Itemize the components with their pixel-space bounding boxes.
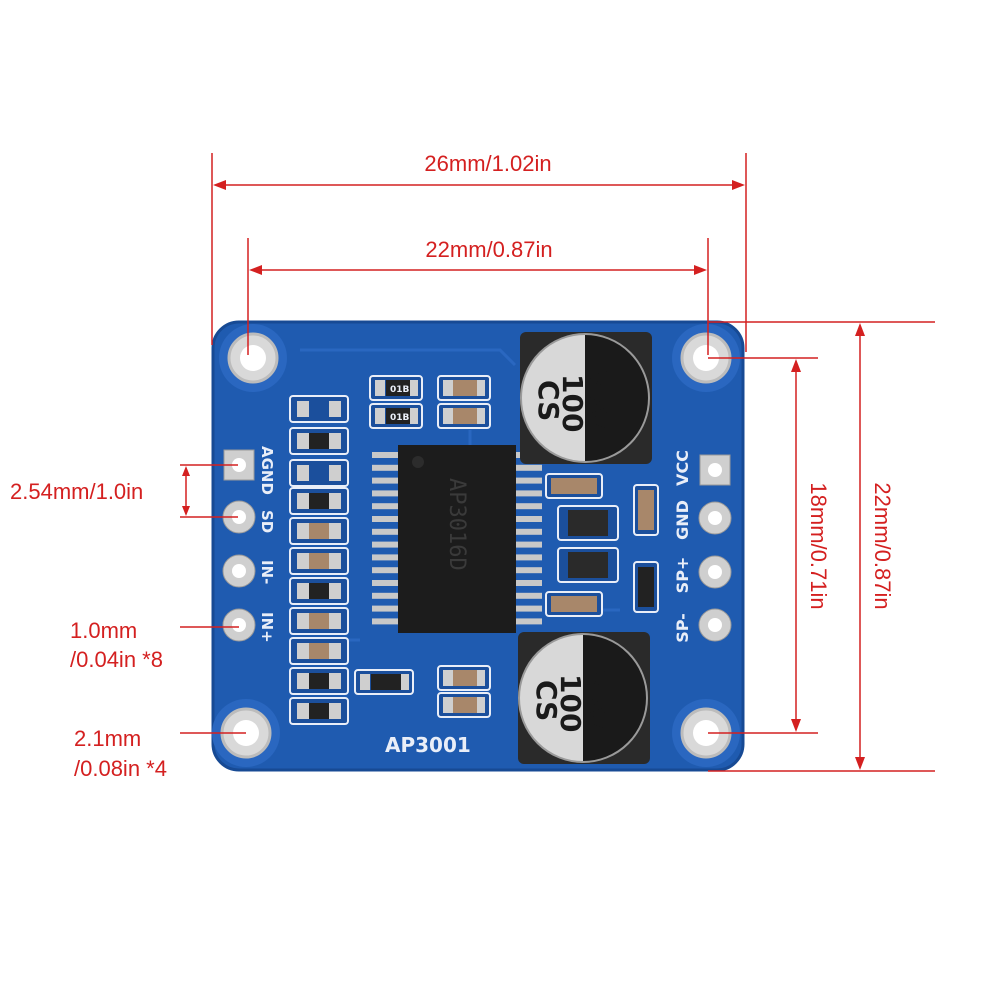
ic-pin: [372, 464, 398, 471]
right-pin-labels: VCC GND SP+ SP-: [673, 450, 692, 643]
pin-label-in-minus: IN-: [258, 560, 276, 584]
pin-label-agnd: AGND: [258, 446, 276, 495]
pin-hole-label-line1: 1.0mm: [70, 618, 137, 643]
ic-chip: AP3016D: [372, 445, 542, 633]
ic-pin: [516, 477, 542, 484]
ic-pin: [516, 541, 542, 548]
board-label: AP3001: [385, 733, 471, 757]
ic-pin: [516, 503, 542, 510]
resistor-code-label: 01B: [390, 385, 410, 395]
hole-spacing-vertical-label: 18mm/0.71in: [806, 482, 831, 609]
ic-pins: [372, 452, 542, 625]
ic-pin: [372, 605, 398, 612]
mounting-hole-top-left: [219, 324, 287, 392]
capacitor-bottom: 35V 100 CS: [518, 632, 650, 764]
ic-pin: [516, 592, 542, 599]
pin-pitch-label: 2.54mm/1.0in: [10, 479, 143, 504]
right-pin-header: [698, 454, 732, 642]
smd-resistor-column: [289, 395, 349, 725]
pin-label-sp-plus: SP+: [673, 557, 692, 594]
ic-pin: [516, 516, 542, 522]
capacitor-voltage: 35V: [578, 668, 611, 729]
chip-marking: AP3016D: [444, 478, 469, 571]
pin-pad: [698, 555, 732, 589]
pin-hole-label-line2: /0.04in *8: [70, 647, 163, 672]
resistor-code-label: 01B: [390, 413, 410, 423]
top-smd-parts: 01B 01B: [369, 375, 491, 429]
ic-pin: [516, 528, 542, 535]
dimension-arrowheads: [182, 180, 865, 770]
middle-right-parts: [545, 473, 659, 617]
ic-pin: [372, 541, 398, 548]
capacitor-top: 35V 100 CS: [520, 332, 652, 464]
ic-pin: [372, 528, 398, 535]
ic-pin: [516, 567, 542, 574]
ic-pin: [372, 516, 398, 522]
mount-hole-label-line2: /0.08in *4: [74, 756, 167, 781]
ic-pin: [372, 592, 398, 599]
pin-pad: [222, 608, 256, 642]
left-pin-labels: AGND SD IN- IN+: [258, 446, 276, 643]
overall-width-label: 26mm/1.02in: [424, 151, 551, 176]
pin-pad: [698, 608, 732, 642]
pin-label-sp-minus: SP-: [673, 613, 692, 643]
pin-pad: [222, 554, 256, 588]
capacitor-brand: CS: [530, 680, 563, 721]
ic-pin: [372, 618, 398, 625]
capacitor-value: 100: [556, 374, 589, 432]
capacitor-value: 100: [554, 674, 587, 732]
overall-height-label: 22mm/0.87in: [870, 482, 895, 609]
pin-label-vcc: VCC: [673, 450, 692, 486]
ic-pin: [372, 503, 398, 510]
capacitor-brand: CS: [532, 380, 565, 421]
ic-pin: [516, 554, 542, 561]
capacitor-voltage: 35V: [580, 368, 613, 429]
ic-pin: [372, 490, 398, 497]
mounting-hole-top-right: [672, 324, 740, 392]
pin-label-sd: SD: [258, 510, 276, 533]
ic-pin: [516, 605, 542, 612]
mount-hole-label-line1: 2.1mm: [74, 726, 141, 751]
pin-label-in-plus: IN+: [258, 612, 276, 643]
pin-pad: [699, 454, 731, 486]
hole-spacing-horizontal-label: 22mm/0.87in: [425, 237, 552, 262]
ic-pin: [516, 490, 542, 497]
ic-pin: [516, 580, 542, 586]
ic-pin: [372, 452, 398, 458]
ic-pin: [372, 554, 398, 561]
ic-pin: [372, 567, 398, 574]
dimension-lines: [180, 153, 935, 772]
pin-pad: [222, 500, 256, 534]
mounting-hole-bottom-right: [672, 699, 740, 767]
pin-label-gnd: GND: [673, 500, 692, 540]
ic-pin: [372, 477, 398, 484]
bottom-smd-parts: [354, 665, 491, 718]
ic-pin: [516, 618, 542, 625]
ic-pin: [516, 464, 542, 471]
pin-pad: [698, 501, 732, 535]
ic-pin: [372, 580, 398, 586]
